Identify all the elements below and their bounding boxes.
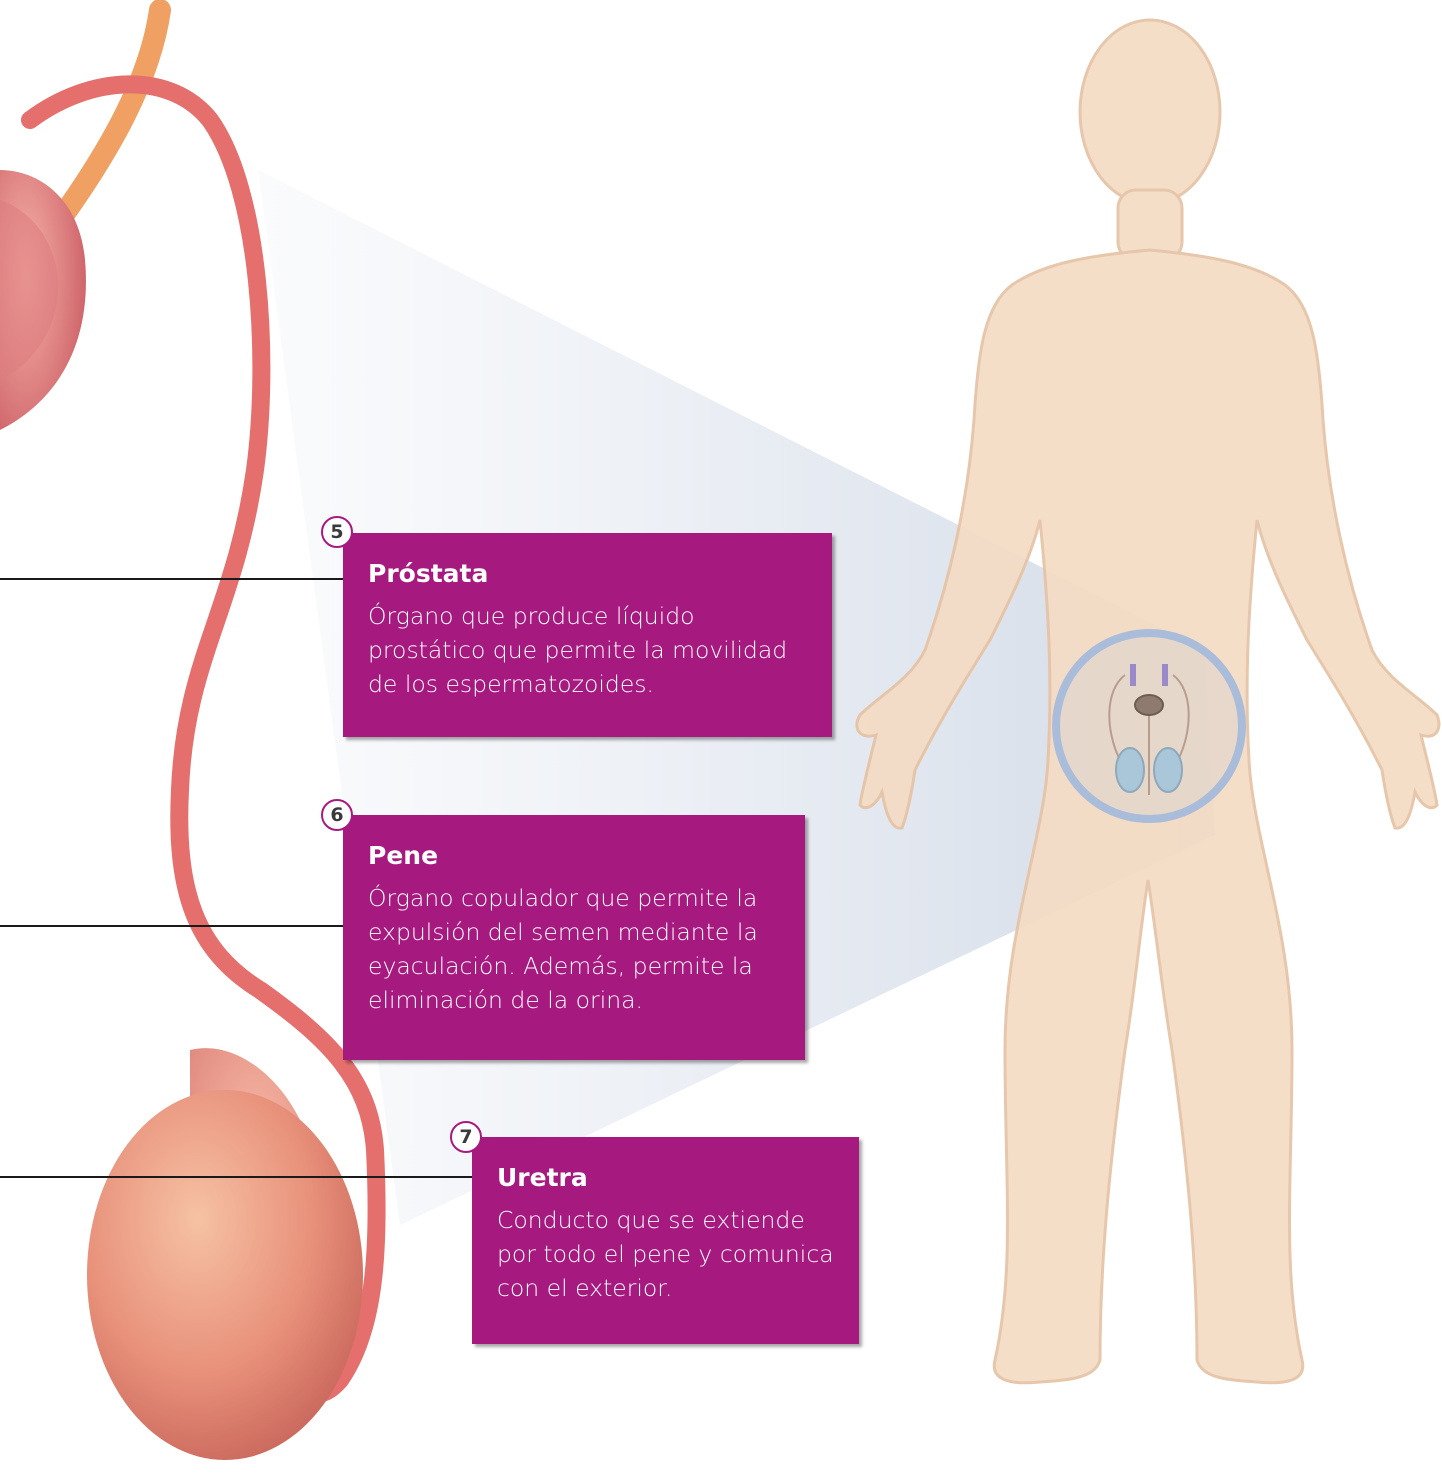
callout-pene: Pene Órgano copulador que permite la exp… [343, 815, 805, 1060]
callout-pene-title: Pene [368, 841, 780, 871]
leader-line-uretra [0, 1176, 472, 1178]
callout-uretra-description: Conducto que se extiende por todo el pen… [497, 1203, 834, 1305]
callout-number-6: 6 [321, 799, 353, 831]
callout-prostata-title: Próstata [368, 559, 807, 589]
callout-uretra: Uretra Conducto que se extiende por todo… [472, 1137, 859, 1344]
callout-number-5: 5 [321, 516, 353, 548]
leader-line-pene [0, 925, 343, 927]
callout-prostata-description: Órgano que produce líquido prostático qu… [368, 599, 807, 701]
callout-uretra-title: Uretra [497, 1163, 834, 1193]
callout-pene-description: Órgano copulador que permite la expulsió… [368, 881, 780, 1017]
leader-line-prostata [0, 578, 343, 580]
callout-prostata: Próstata Órgano que produce líquido pros… [343, 533, 832, 737]
callout-number-7: 7 [450, 1121, 482, 1153]
